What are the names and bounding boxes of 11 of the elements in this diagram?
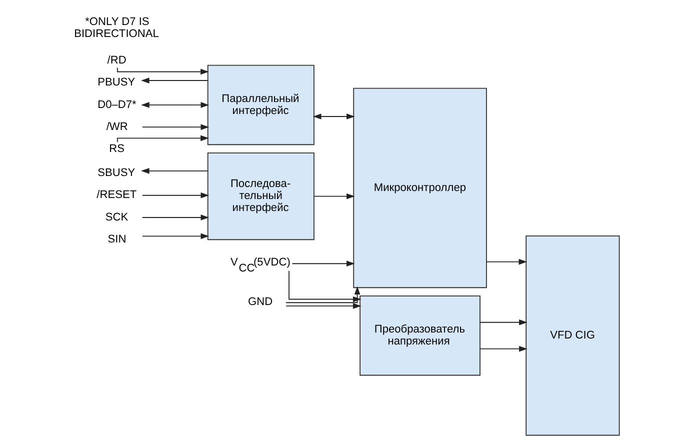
node-text: GND	[248, 296, 273, 308]
node-text: SCK	[105, 211, 128, 224]
node-text: RS	[109, 143, 125, 156]
node-text: /RD	[107, 54, 126, 67]
node-text: /WR	[106, 120, 128, 133]
node-text: SIN	[108, 234, 126, 246]
node-text: D0–D7*	[98, 98, 136, 111]
node-text: /RESET	[96, 189, 137, 202]
node-text: PBUSY	[98, 76, 136, 89]
node-text: SBUSY	[98, 167, 136, 180]
label: *ONLY D7 IS BIDIRECTIONAL	[74, 16, 159, 40]
